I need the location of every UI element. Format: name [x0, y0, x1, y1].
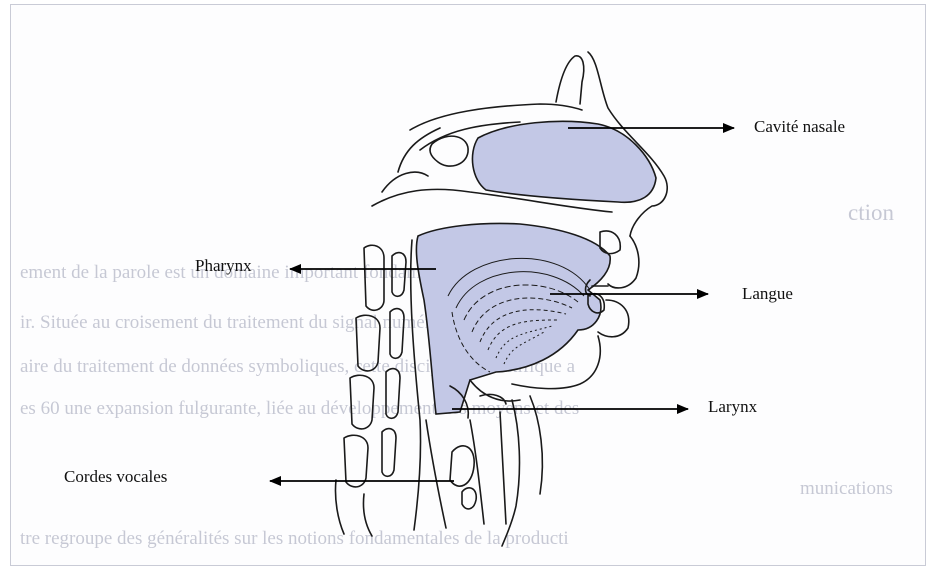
upper-lip — [608, 236, 639, 288]
spine-front — [390, 309, 404, 359]
jaw — [470, 380, 520, 401]
vertebra — [364, 245, 384, 310]
spine-front — [392, 253, 406, 297]
pharynx-wall-2 — [426, 420, 446, 528]
nasal-bone — [556, 56, 584, 104]
larynx-cartilage — [462, 488, 476, 509]
neck-front — [530, 396, 542, 494]
neck-back — [335, 480, 344, 534]
hyoid — [480, 394, 506, 404]
spine-front — [386, 369, 400, 419]
label-cavite-nasale: Cavité nasale — [754, 117, 845, 137]
label-cordes-vocales: Cordes vocales — [64, 467, 167, 487]
sinus-oval — [430, 136, 468, 166]
skull-left — [398, 128, 440, 172]
vertebra — [356, 315, 380, 371]
trachea-2 — [500, 412, 506, 524]
label-larynx: Larynx — [708, 397, 757, 417]
vertebra — [350, 375, 374, 429]
pharynx-fill — [416, 224, 610, 415]
label-pharynx: Pharynx — [195, 256, 252, 276]
spine-front — [382, 429, 396, 477]
pharynx-wall — [411, 240, 421, 530]
vertebra — [344, 435, 368, 487]
front-neck — [502, 400, 519, 546]
neck-line — [363, 494, 372, 536]
sinus-lower — [382, 172, 428, 192]
label-langue: Langue — [742, 284, 793, 304]
lower-lip — [598, 300, 629, 337]
